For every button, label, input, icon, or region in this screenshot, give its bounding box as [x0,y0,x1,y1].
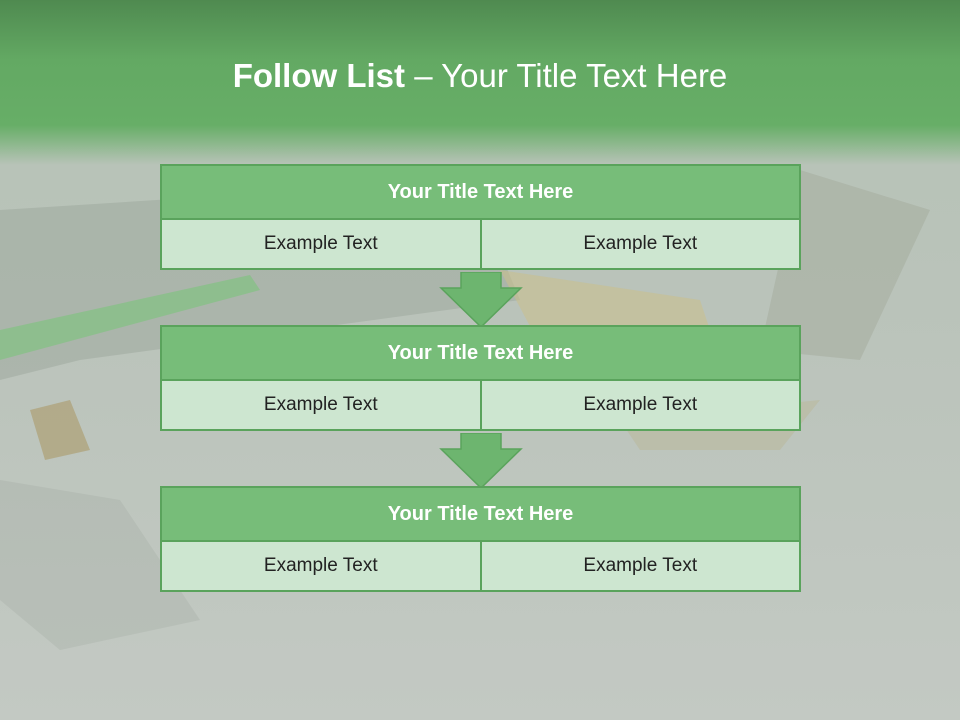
list-block-1: Your Title Text Here Example Text Exampl… [160,164,801,270]
block-row: Example Text Example Text [160,220,801,270]
down-arrow-icon [439,433,523,489]
block-cell-left: Example Text [160,220,482,270]
bg-green-stripe [0,275,260,360]
block-title: Your Title Text Here [160,164,801,220]
block-title: Your Title Text Here [160,325,801,381]
block-cell-left: Example Text [160,542,482,592]
title-bold-part: Follow List [232,57,406,94]
block-row: Example Text Example Text [160,542,801,592]
block-cell-right: Example Text [481,381,801,431]
title-rest-part: – Your Title Text Here [405,57,728,94]
block-title: Your Title Text Here [160,486,801,542]
slide-title: Follow List – Your Title Text Here [0,52,960,100]
down-arrow-icon [439,272,523,328]
block-row: Example Text Example Text [160,381,801,431]
block-cell-right: Example Text [481,220,801,270]
block-cell-left: Example Text [160,381,482,431]
block-cell-right: Example Text [481,542,801,592]
list-block-2: Your Title Text Here Example Text Exampl… [160,325,801,431]
bg-shadow [0,480,200,650]
bg-mesh [760,170,930,360]
bg-chip [30,400,90,460]
list-block-3: Your Title Text Here Example Text Exampl… [160,486,801,592]
